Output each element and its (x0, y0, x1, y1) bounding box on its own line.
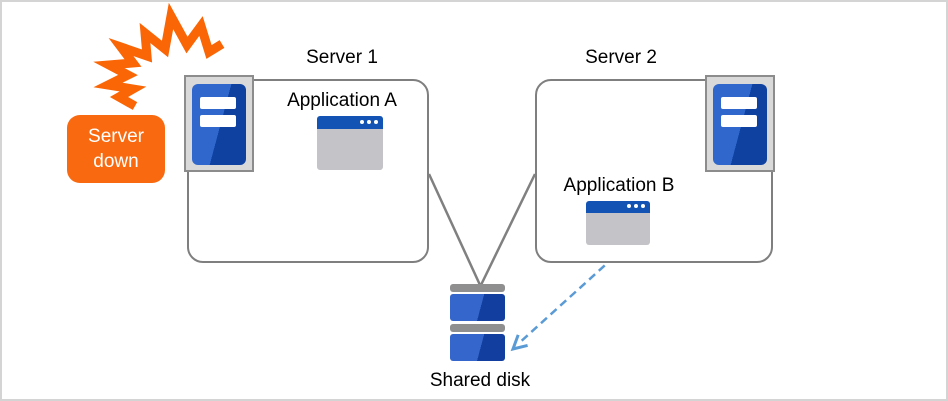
window-dot (634, 204, 638, 208)
tower-slot (200, 97, 236, 109)
server-down-line1: Server (88, 126, 144, 147)
window-dot (367, 120, 371, 124)
server-tower-icon (705, 75, 775, 172)
tower-chassis (192, 84, 246, 165)
window-buttons-icon (360, 120, 378, 124)
window-body (586, 213, 650, 245)
tower-slot (200, 115, 236, 127)
window-body (317, 129, 383, 170)
shared-disk-label: Shared disk (429, 370, 531, 391)
disk-cap (450, 324, 505, 332)
app-window-icon (586, 201, 650, 245)
disk-platter (450, 294, 505, 321)
window-dot (627, 204, 631, 208)
disk-platter (450, 334, 505, 361)
tower-slot (721, 97, 757, 109)
application-b-label: Application B (563, 175, 675, 196)
window-dot (360, 120, 364, 124)
server1-title: Server 1 (306, 47, 378, 68)
window-dot (374, 120, 378, 124)
window-dot (641, 204, 645, 208)
server-tower-icon (184, 75, 254, 172)
failover-arrow-icon (510, 247, 625, 352)
server2-title: Server 2 (585, 47, 657, 68)
app-window-icon (317, 116, 383, 170)
tower-chassis (713, 84, 767, 165)
window-titlebar (317, 116, 383, 129)
tower-slot (721, 115, 757, 127)
application-a-label: Application A (287, 90, 397, 111)
window-buttons-icon (627, 204, 645, 208)
disk-cap (450, 284, 505, 292)
server-down-line2: down (93, 151, 139, 172)
server-down-badge: Server down (67, 115, 165, 183)
window-titlebar (586, 201, 650, 213)
server1-disk-connector-line (427, 173, 482, 286)
server2-disk-connector-line (479, 173, 537, 286)
